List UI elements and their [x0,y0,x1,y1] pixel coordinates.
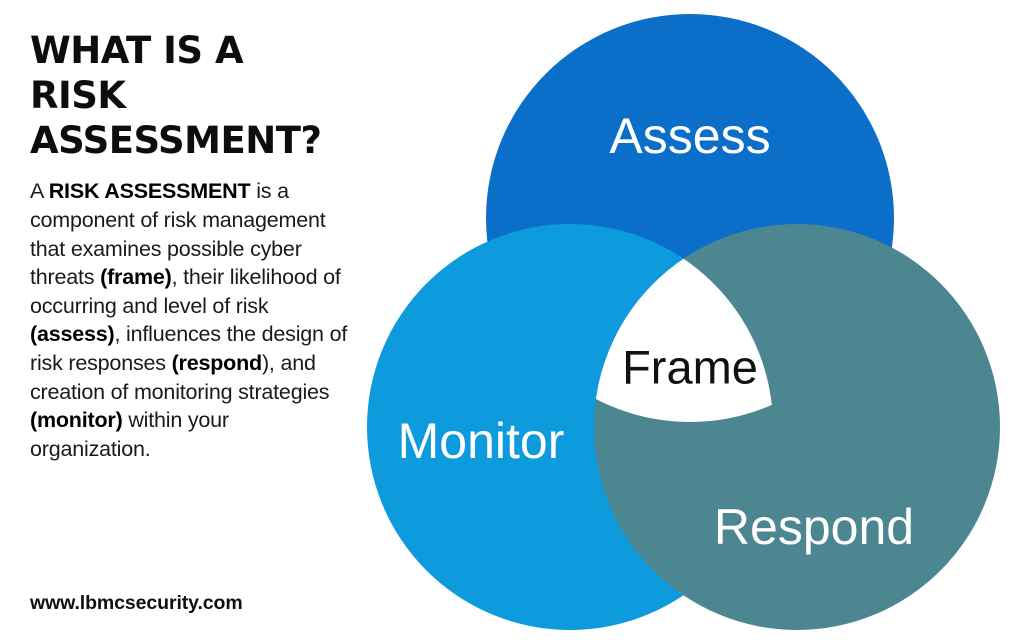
venn-label-frame: Frame [622,340,758,393]
body-emphasis: RISK ASSESSMENT [48,179,251,204]
body-emphasis: (assess) [30,322,115,347]
body-emphasis: (monitor) [30,408,123,433]
body-text: A [30,179,49,204]
page-title: WHAT IS A RISK ASSESSMENT? [30,29,322,163]
body-paragraph: A RISK ASSESSMENT is a component of risk… [30,177,352,463]
site-url[interactable]: www.lbmcsecurity.com [30,592,243,614]
body-text: is a component of risk management that e… [30,179,326,290]
venn-label-respond: Respond [714,499,914,555]
body-emphasis: (respond [171,350,263,375]
body-text: , influences the design of risk response… [30,322,348,375]
body-text: within your organization. [30,408,229,461]
body-text: , their likelihood of occurring and leve… [30,265,341,318]
venn-label-monitor: Monitor [398,413,565,469]
text-column: WHAT IS A RISK ASSESSMENT? A RISK ASSESS… [30,28,360,463]
body-text: ), and creation of monitoring strategies [30,350,330,404]
venn-circles [367,14,1000,630]
body-emphasis: (frame) [100,265,172,290]
venn-label-assess: Assess [609,108,770,164]
venn-circle-respond[interactable] [594,224,1000,630]
